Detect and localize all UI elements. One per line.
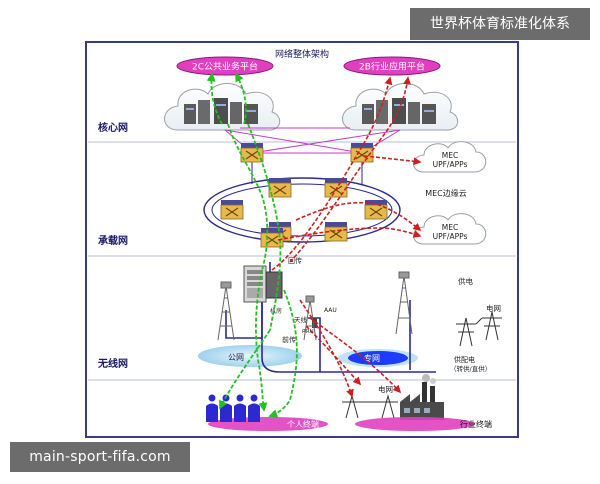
core-links [224, 127, 401, 154]
antenna-label: 天线 [294, 315, 308, 324]
power-grid-label: 电网 [486, 303, 501, 313]
fronthaul-label: 前传 [282, 335, 296, 344]
equipment-room-label: 机房 [270, 307, 282, 315]
platform-2c: 2C公共业务平台 [176, 56, 274, 76]
router-icon [220, 200, 244, 220]
person-icon [248, 394, 260, 422]
backhaul-label: 回传 [288, 256, 302, 265]
personal-terminal-label: 个人终端 [287, 419, 319, 429]
aau-label: AAU [324, 307, 337, 314]
power-distribution-line1: 供配电 [454, 355, 475, 364]
cell-tower-right [395, 271, 413, 335]
diagram-title: 网络整体架构 [275, 48, 329, 60]
person-icon [206, 394, 218, 422]
power-pylon-top [456, 311, 502, 347]
platform-2c-label: 2C公共业务平台 [192, 61, 258, 73]
layer-label-bearer: 承载网 [98, 234, 128, 247]
mec-1-line1: MEC [442, 151, 458, 160]
cell-tower-left [217, 281, 235, 341]
power-distribution-line2: （转供/直供） [450, 364, 491, 373]
red-flows [271, 76, 422, 398]
rru-label: RRU [302, 329, 314, 335]
watermark-top: 世界杯体育标准化体系 [410, 8, 590, 40]
layer-label-wireless: 无线网 [97, 357, 128, 370]
core-cloud-right [342, 83, 459, 131]
power-grid-bottom-label: 电网 [378, 384, 393, 394]
mec-1-line2: UPF/APPs [433, 160, 468, 169]
private-network-core [348, 351, 408, 365]
industry-terminal-pill [355, 417, 475, 431]
power-supply-label: 供电 [458, 276, 473, 286]
public-network-ellipse [198, 345, 302, 367]
platform-2b-label: 2B行业应用平台 [359, 61, 425, 73]
private-network-label: 专网 [364, 353, 380, 363]
layer-label-core: 核心网 [98, 121, 128, 134]
mec-2-line1: MEC [442, 223, 458, 232]
router-icon [364, 200, 388, 220]
router-icon [268, 178, 292, 198]
factory-icon [400, 374, 444, 420]
mec-edge-cloud-label: MEC边缘云 [425, 188, 467, 198]
person-icon [234, 394, 246, 422]
public-network-label: 公网 [228, 353, 244, 362]
watermark-bottom: main-sport-fifa.com [10, 442, 190, 472]
core-cloud-left [164, 83, 281, 131]
bearer-ring-outer [203, 177, 401, 243]
platform-2b: 2B行业应用平台 [343, 56, 441, 76]
industry-terminal-label: 行业终端 [460, 419, 492, 429]
mec-2-line2: UPF/APPs [433, 232, 468, 241]
router-icon [324, 178, 348, 198]
router-icon [240, 143, 264, 163]
